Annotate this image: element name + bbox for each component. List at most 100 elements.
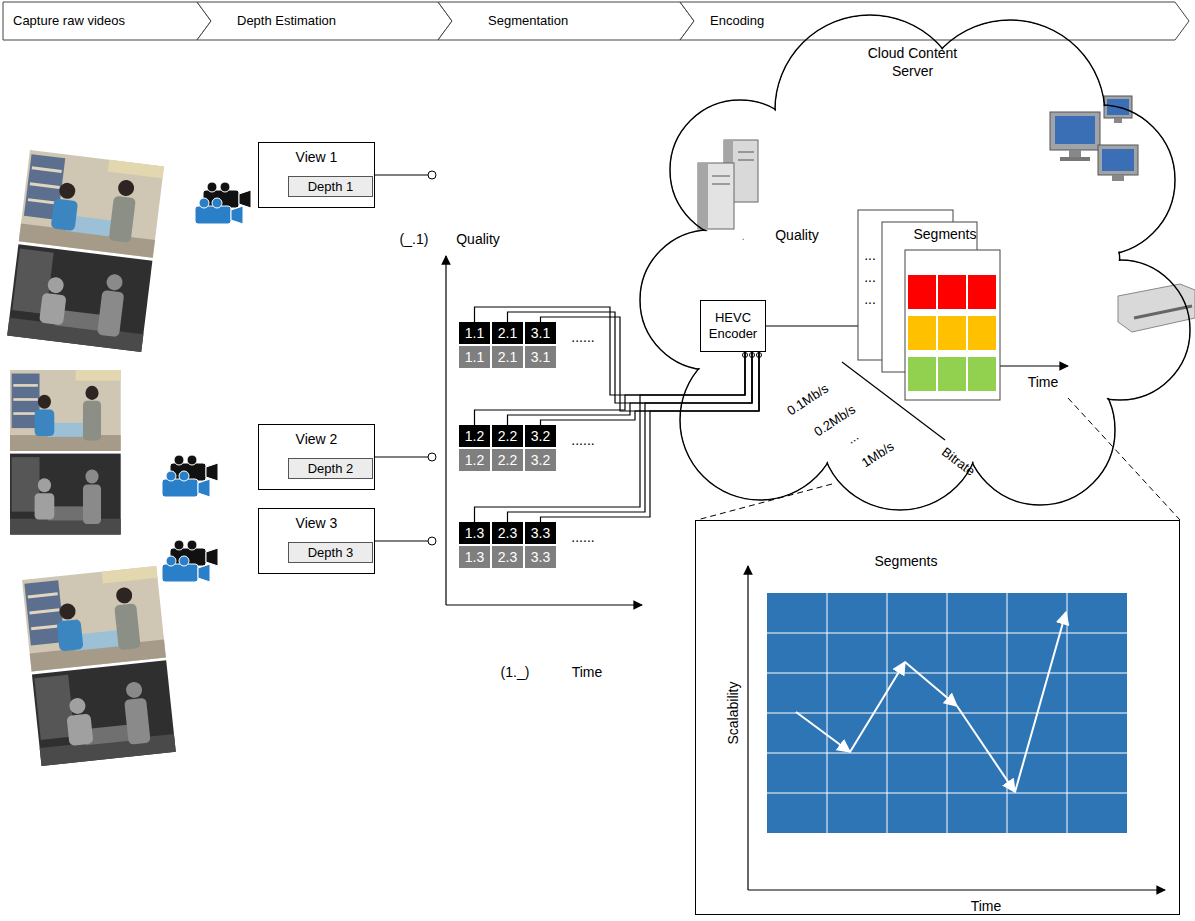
view-lead [375,457,428,458]
camera-icon [162,556,210,582]
network-switch [1118,284,1195,332]
zoom-line [1068,398,1180,520]
process-step: Encoding [680,2,1189,40]
server-side [698,163,708,229]
segment-id: 3.1 [531,349,550,366]
depth-photo [7,244,152,352]
ellipsis: ...... [571,433,594,448]
photo-pair [7,150,164,352]
photo-pair [10,370,121,535]
cloud-lobe [775,15,965,205]
segment-sheet [905,250,1000,400]
server-slot [738,160,754,161]
segment-cell: 2.2 [492,425,523,447]
segment-cell: 2.1 [492,346,523,368]
segments-title: Segments [913,226,976,243]
view-lead [375,541,428,542]
segment-id: 1.2 [465,428,484,445]
cloud-lobe [1025,105,1175,255]
camera-icon [195,198,243,224]
terminal-dot [428,537,436,545]
server-tower [698,163,734,229]
segment-cell: 2.3 [492,522,523,544]
view-box: View 2Depth 2 [258,424,375,490]
wire [508,352,753,522]
quality-segment [968,316,996,350]
segment-cell: 3.3 [525,546,556,568]
cloud-region: Cloud Content ServerHEVC Encoder Segments [640,0,1195,510]
segment-id: 1.2 [465,452,484,469]
camera-icon [203,182,251,208]
panel-text: Scalability [725,681,742,744]
quality-segment [968,357,996,391]
step-label: Capture raw videos [13,13,125,29]
camera-icon [170,540,218,566]
quality-axis [445,256,446,605]
depth-box: Depth 3 [288,542,373,563]
quality-segment [908,357,936,391]
segment-cell: 3.2 [525,425,556,447]
depth-box: Depth 2 [288,458,373,479]
view-label: View 3 [296,515,338,532]
quality-segment [968,275,996,309]
chevron-outline [3,2,211,40]
depth-label: Depth 1 [308,179,354,195]
server-label: Quality [775,228,819,243]
segment-id: 2.2 [498,452,517,469]
segment-id: 2.1 [498,349,517,366]
monitor-screen [1102,149,1134,171]
monitor-screen [1055,116,1095,144]
path-arrow [850,662,905,752]
cloud-lobe [740,80,1120,460]
segment-id: 3.2 [531,452,550,469]
process-step: Depth Estimation [197,2,452,40]
segment-cell: 3.2 [525,449,556,471]
segment-id: 1.1 [465,349,484,366]
ellipsis: ...... [571,530,594,545]
scalability-axis [747,566,748,890]
segment-cell: 2.2 [492,449,523,471]
segment-id: 2.3 [498,549,517,566]
segment-cell: 3.1 [525,322,556,344]
grid-line [767,753,1127,754]
color-photo [19,150,164,258]
grid-line [767,673,1127,674]
wire [766,325,858,326]
depth-box: Depth 1 [288,176,373,197]
grid-line [767,793,1127,794]
color-photo [22,566,166,672]
path-arrow [905,662,957,706]
monitor-stand [1114,118,1122,123]
process-step: Segmentation [438,2,694,40]
ellipsis: ... [864,270,876,285]
monitor-stand [1112,175,1124,181]
path-arrow [1015,612,1066,792]
segment-cell: 3.3 [525,522,556,544]
wire [475,352,746,522]
camera-icon [162,471,210,497]
cloud-lobe [680,340,840,500]
encoder-box: HEVC Encoder [700,300,766,352]
segment-cell: 3.1 [525,346,556,368]
time-axis [446,604,642,605]
segment-id: 3.3 [531,549,550,566]
segment-id: 3.3 [531,525,550,542]
photo-pair [22,566,176,766]
segment-cell: 1.1 [459,346,490,368]
axis-label: Quality [456,232,500,247]
terminal-dot [428,171,436,179]
segment-cell: 2.1 [492,322,523,344]
segment-cell: 1.2 [459,449,490,471]
cloud-label: Cloud Content Server [855,45,970,80]
depth-label: Depth 2 [308,461,354,477]
bitrate-tick: 0.1Mb/s [785,381,832,418]
segment-grid [767,593,1127,833]
segment-id: 1.1 [465,325,484,342]
cloud-lobe [965,355,1115,505]
time-axis [748,889,1165,890]
depth-photo [32,660,176,766]
wire [541,352,760,522]
path-arrow [957,706,1015,792]
